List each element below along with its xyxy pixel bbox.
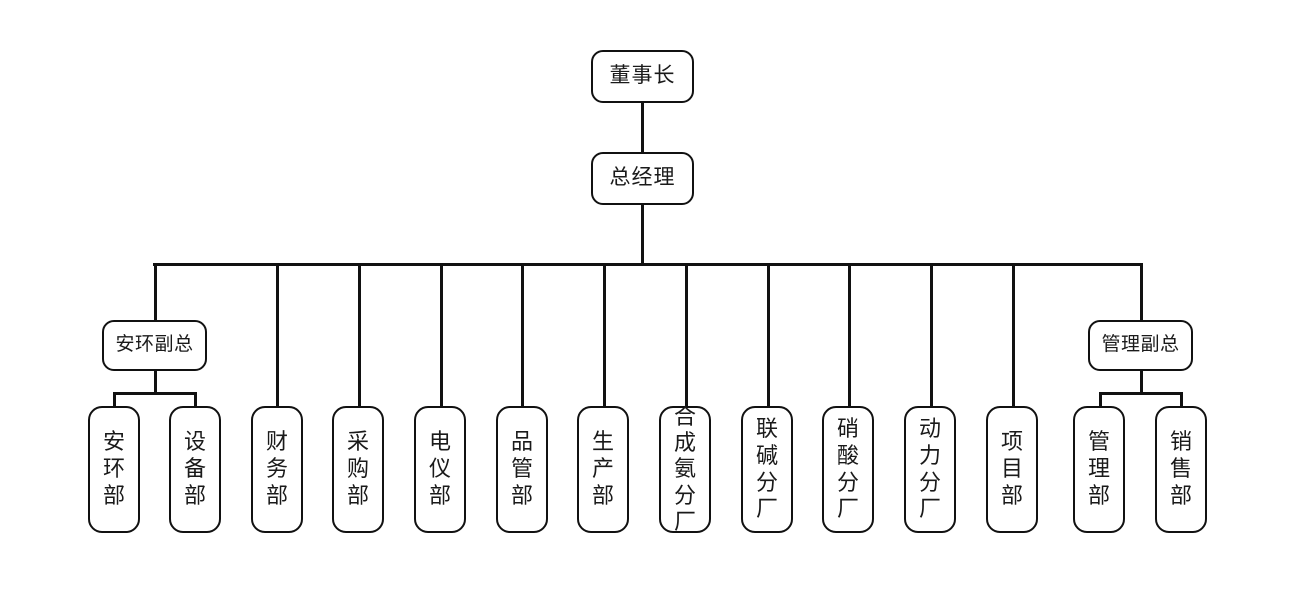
node-dept-safety-label: 安 环 部 — [102, 429, 125, 508]
node-dept-finance-label: 财 务 部 — [265, 429, 288, 508]
node-general-manager-label: 总经理 — [609, 166, 676, 190]
connector-vp-safety-to-subbus — [154, 371, 157, 394]
node-plant-ammonia[interactable]: 合 成 氨 分 厂 — [659, 403, 711, 535]
drop-to-dept-purchasing — [358, 263, 361, 407]
drop-to-plant-nitric — [848, 263, 851, 407]
drop-to-vp-safety — [154, 263, 157, 321]
node-dept-sales[interactable]: 销 售 部 — [1155, 406, 1207, 533]
node-dept-purchasing-label: 采 购 部 — [346, 429, 369, 508]
drop-to-dept-finance — [276, 263, 279, 407]
connector-gm-to-bus — [641, 204, 644, 265]
subbus-vp-safety — [113, 392, 196, 395]
node-dept-equipment[interactable]: 设 备 部 — [169, 406, 221, 533]
drop-to-dept-production — [603, 263, 606, 407]
node-dept-instrument[interactable]: 电 仪 部 — [414, 406, 466, 533]
main-horizontal-bus — [153, 263, 1143, 266]
drop-to-plant-power — [930, 263, 933, 407]
node-chairman[interactable]: 董事长 — [591, 50, 694, 103]
node-dept-finance[interactable]: 财 务 部 — [251, 406, 303, 533]
node-plant-power-label: 动 力 分 厂 — [918, 415, 941, 522]
subbus-vp-admin — [1099, 392, 1182, 395]
node-dept-admin-label: 管 理 部 — [1087, 429, 1110, 508]
connector-vp-admin-to-subbus — [1140, 371, 1143, 394]
node-vp-admin-label: 管理副总 — [1101, 334, 1180, 356]
node-dept-safety[interactable]: 安 环 部 — [88, 406, 140, 533]
node-chairman-label: 董事长 — [609, 64, 676, 88]
drop-to-plant-ammonia — [685, 263, 688, 407]
node-dept-quality-label: 品 管 部 — [510, 429, 533, 508]
node-vp-safety[interactable]: 安环副总 — [102, 320, 207, 371]
node-dept-instrument-label: 电 仪 部 — [428, 429, 451, 508]
node-dept-purchasing[interactable]: 采 购 部 — [332, 406, 384, 533]
node-dept-sales-label: 销 售 部 — [1169, 429, 1192, 508]
drop-to-dept-project — [1012, 263, 1015, 407]
node-dept-quality[interactable]: 品 管 部 — [496, 406, 548, 533]
node-plant-nitric-label: 硝 酸 分 厂 — [836, 415, 859, 522]
node-vp-safety-label: 安环副总 — [115, 334, 194, 356]
drop-to-dept-safety — [113, 392, 116, 408]
node-dept-project-label: 项 目 部 — [1000, 429, 1023, 508]
node-plant-soda[interactable]: 联 碱 分 厂 — [741, 406, 793, 533]
connector-chairman-to-gm — [641, 103, 644, 152]
node-plant-soda-label: 联 碱 分 厂 — [755, 415, 778, 522]
drop-to-vp-admin — [1140, 263, 1143, 321]
drop-to-dept-admin — [1099, 392, 1102, 408]
node-plant-power[interactable]: 动 力 分 厂 — [904, 406, 956, 533]
node-vp-admin[interactable]: 管理副总 — [1088, 320, 1193, 371]
drop-to-dept-quality — [521, 263, 524, 407]
node-general-manager[interactable]: 总经理 — [591, 152, 694, 205]
node-dept-equipment-label: 设 备 部 — [183, 429, 206, 508]
drop-to-dept-equipment — [194, 392, 197, 408]
node-dept-production-label: 生 产 部 — [591, 429, 614, 508]
node-plant-ammonia-label: 合 成 氨 分 厂 — [673, 403, 696, 535]
node-dept-production[interactable]: 生 产 部 — [577, 406, 629, 533]
drop-to-dept-instrument — [440, 263, 443, 407]
node-dept-admin[interactable]: 管 理 部 — [1073, 406, 1125, 533]
drop-to-dept-sales — [1180, 392, 1183, 408]
drop-to-plant-soda — [767, 263, 770, 407]
node-plant-nitric[interactable]: 硝 酸 分 厂 — [822, 406, 874, 533]
node-dept-project[interactable]: 项 目 部 — [986, 406, 1038, 533]
